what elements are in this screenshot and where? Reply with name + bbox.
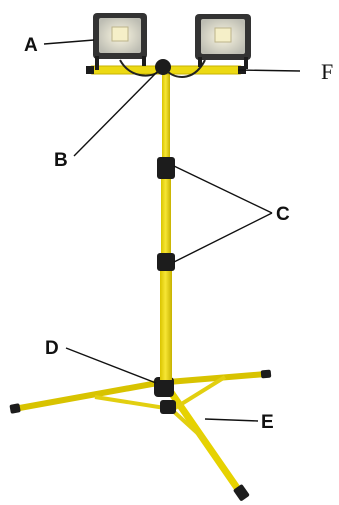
lamp-bracket-left-2 — [142, 56, 146, 66]
foot-cap-left — [9, 403, 21, 414]
leader-d — [65, 347, 157, 384]
leader-a — [43, 39, 95, 45]
lamp-bracket-left — [95, 56, 99, 70]
tripod-leg-right — [165, 371, 269, 385]
leg-brace-right — [173, 375, 227, 410]
leader-b — [73, 71, 158, 157]
floodlight-right — [195, 14, 251, 69]
led-panel-left — [111, 26, 129, 42]
callout-labels: A B C D E F — [24, 35, 333, 433]
floodlight-left — [93, 13, 147, 70]
label-b: B — [54, 150, 68, 171]
lower-brace-hub — [160, 400, 176, 414]
crossbar-center-knob — [155, 59, 171, 75]
mast-lower-section — [160, 264, 172, 380]
crossbar-end-left — [86, 66, 94, 74]
leader-c-lower — [173, 212, 273, 263]
label-f: F — [321, 59, 333, 84]
lamp-bracket-right-2 — [244, 57, 248, 69]
foot-cap-front — [233, 484, 250, 501]
tripod-leg-left — [11, 379, 166, 412]
leader-f — [237, 69, 301, 72]
label-c: C — [276, 204, 290, 225]
telescopic-mast — [157, 74, 175, 380]
lamp-bracket-right — [198, 57, 202, 67]
leg-brace-left — [94, 395, 166, 410]
foot-cap-right — [260, 369, 272, 379]
lamp-crossbar — [86, 59, 246, 78]
leader-c-upper — [173, 165, 273, 214]
leader-e — [204, 418, 259, 422]
tripod-base — [9, 369, 272, 501]
mast-upper-section — [162, 74, 170, 170]
lower-hub — [154, 377, 174, 397]
height-clamp-lower — [157, 253, 175, 271]
leader-lines — [43, 39, 301, 422]
height-clamp-upper — [157, 157, 175, 179]
label-e: E — [261, 412, 274, 433]
mast-middle-section — [161, 170, 171, 264]
label-a: A — [24, 35, 38, 56]
cable-right — [167, 59, 206, 78]
led-panel-right — [214, 27, 232, 43]
label-d: D — [45, 338, 59, 359]
leg-brace-front — [170, 408, 207, 442]
